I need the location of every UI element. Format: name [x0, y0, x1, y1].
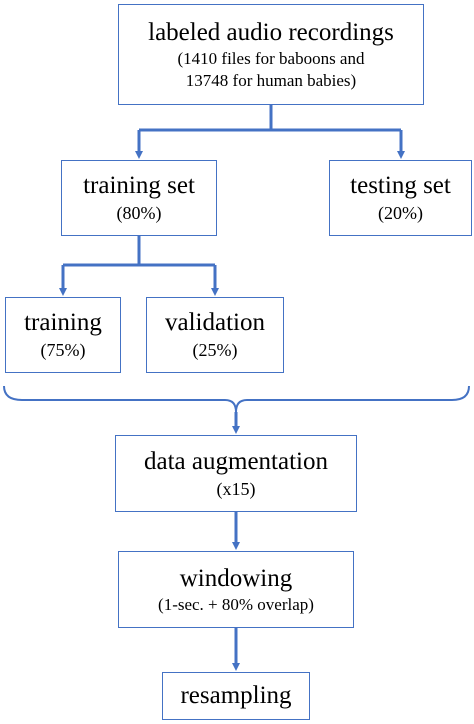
node-subtitle: (80%)	[116, 203, 162, 223]
node-title: training set	[83, 172, 195, 199]
node-training-set: training set (80%)	[61, 160, 217, 236]
node-subtitle: (75%)	[40, 340, 86, 360]
node-title: windowing	[179, 564, 293, 592]
node-subtitle: (1410 files for baboons and	[177, 48, 365, 68]
node-title: validation	[165, 309, 265, 336]
node-subtitle: (x15)	[216, 478, 256, 499]
node-subtitle: (20%)	[378, 203, 423, 223]
node-data-augmentation: data augmentation (x15)	[115, 435, 357, 512]
node-labeled-audio-recordings: labeled audio recordings (1410 files for…	[118, 4, 424, 105]
node-title: data augmentation	[144, 447, 328, 475]
node-subtitle: (1-sec. + 80% overlap)	[158, 594, 314, 614]
node-training: training (75%)	[5, 297, 121, 373]
connector-training-split	[63, 236, 215, 267]
node-title: testing set	[350, 172, 451, 199]
node-resampling: resampling	[162, 672, 310, 720]
node-title: training	[24, 309, 102, 336]
node-testing-set: testing set (20%)	[329, 160, 472, 236]
node-subtitle: (25%)	[192, 340, 238, 360]
node-validation: validation (25%)	[146, 297, 284, 373]
node-title: labeled audio recordings	[148, 18, 394, 46]
node-subtitle: 13748 for human babies)	[185, 70, 357, 90]
node-title: resampling	[180, 682, 292, 709]
connector-recordings-split	[139, 105, 401, 132]
node-windowing: windowing (1-sec. + 80% overlap)	[118, 551, 354, 628]
merge-brace	[3, 385, 470, 413]
